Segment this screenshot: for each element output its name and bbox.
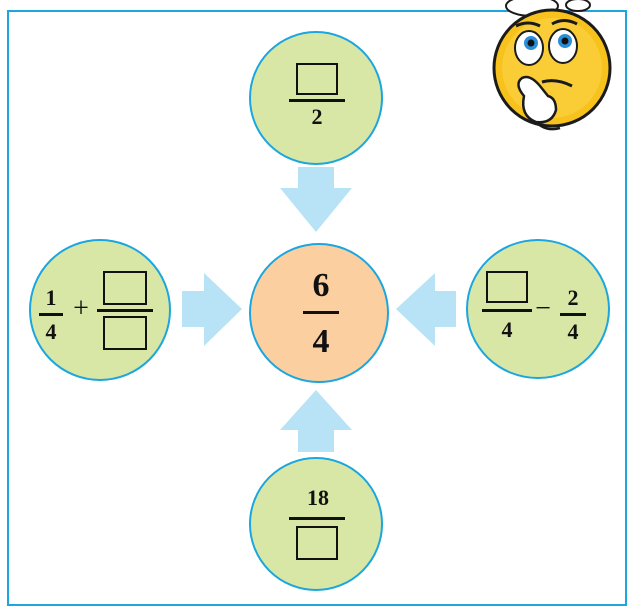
- top-denominator: 2: [311, 104, 323, 129]
- right-second-numerator: 2: [567, 285, 579, 310]
- left-numerator-blank[interactable]: [103, 271, 147, 305]
- top-numerator-blank[interactable]: [296, 63, 338, 95]
- left-first-numerator: 1: [45, 285, 57, 310]
- bottom-circle: 18: [249, 457, 383, 591]
- right-numerator-blank[interactable]: [486, 271, 528, 303]
- center-circle: 6 4: [249, 243, 389, 383]
- right-second-fraction-bar: [560, 313, 586, 316]
- center-denominator: 4: [312, 323, 330, 360]
- arrow-down-icon: [280, 167, 352, 232]
- right-second-denominator: 4: [567, 319, 579, 344]
- top-fraction-bar: [289, 99, 345, 102]
- center-fraction-bar: [303, 311, 339, 314]
- right-circle: 4 − 2 4: [466, 239, 610, 379]
- left-first-fraction-bar: [39, 313, 63, 316]
- left-first-denominator: 4: [45, 319, 57, 344]
- arrow-up-icon: [280, 390, 352, 452]
- right-first-denominator: 4: [501, 317, 513, 342]
- bottom-denominator-blank[interactable]: [296, 526, 338, 560]
- left-circle: 1 4 +: [29, 239, 171, 381]
- bottom-fraction-bar: [289, 517, 345, 520]
- arrow-right-icon: [182, 273, 242, 346]
- left-plus-operator: +: [73, 293, 89, 324]
- left-second-fraction-bar: [97, 309, 153, 312]
- right-first-fraction-bar: [482, 309, 532, 312]
- right-minus-operator: −: [535, 293, 551, 324]
- arrow-left-icon: [396, 273, 456, 346]
- center-numerator: 6: [312, 267, 330, 304]
- left-denominator-blank[interactable]: [103, 316, 147, 350]
- top-circle: 2: [249, 31, 383, 165]
- bottom-numerator: 18: [307, 485, 329, 510]
